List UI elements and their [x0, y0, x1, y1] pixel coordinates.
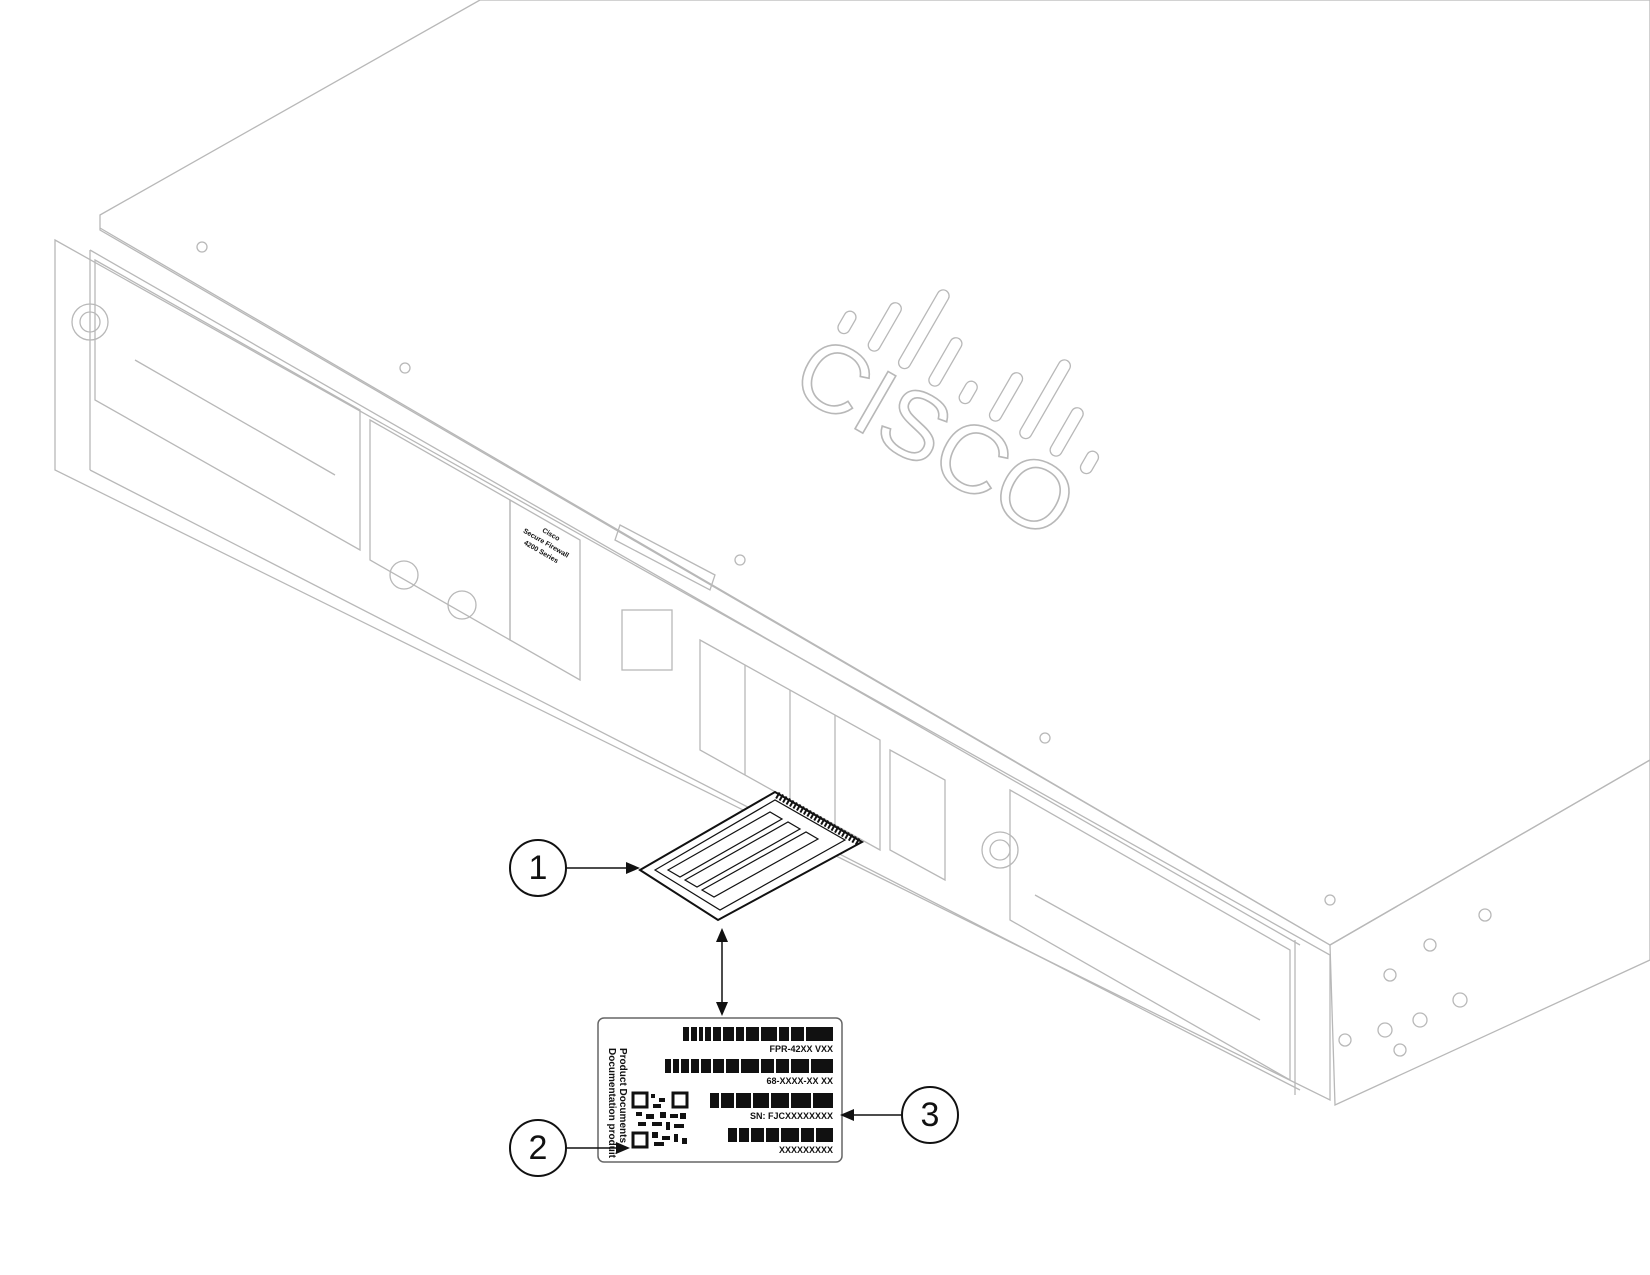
label-pid: FPR-42XX VXX	[769, 1044, 833, 1054]
callout-3-number: 3	[921, 1096, 940, 1134]
barcode-pid	[683, 1027, 833, 1041]
chassis-top	[99, 0, 1650, 946]
top-front-edge	[99, 227, 1331, 946]
label-part-number: 68-XXXX-XX XX	[766, 1076, 833, 1086]
qr-code-icon	[631, 1091, 689, 1149]
thumbscrew-icon	[71, 303, 109, 341]
fan-module-right	[1009, 788, 1291, 1082]
label-code: XXXXXXXXX	[779, 1145, 833, 1155]
barcode-serial	[710, 1093, 833, 1108]
cisco-logo: CISCO	[776, 289, 1100, 561]
rj45-port	[621, 609, 673, 671]
fan-module-left	[94, 258, 361, 552]
sfp-ports	[699, 638, 881, 852]
pull-tab	[614, 524, 716, 591]
thumbscrew-icon	[981, 831, 1019, 869]
callout-1-number: 1	[529, 849, 548, 887]
callout-2-number: 2	[529, 1129, 548, 1167]
chassis-front	[54, 238, 1331, 1102]
cisco-wordmark: CISCO	[777, 315, 1094, 560]
label-doc-fr: Documentation produit	[606, 1048, 617, 1159]
pull-out-label-card	[638, 790, 865, 922]
label-doc-en: Product Documents	[617, 1048, 628, 1143]
product-label: FPR-42XX VXX 68-XXXX-XX XX SN: FJCXXXXXX…	[597, 1017, 843, 1163]
front-badge	[509, 498, 581, 682]
chassis-side	[1329, 759, 1650, 1107]
label-serial: SN: FJCXXXXXXXX	[750, 1111, 833, 1121]
